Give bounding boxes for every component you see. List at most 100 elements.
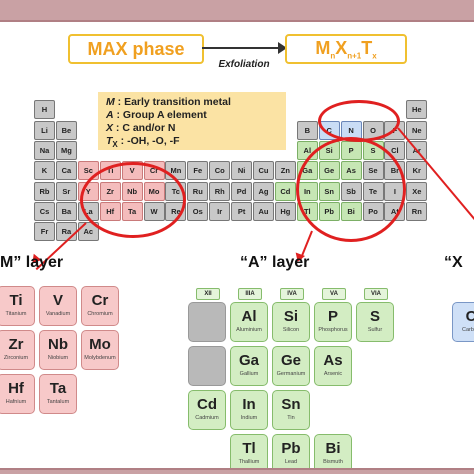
element-cell-cd: Cd — [274, 181, 296, 201]
legend-t: TX : -OH, -O, -F — [106, 135, 180, 150]
legend-x: X : C and/or N — [106, 122, 176, 134]
element-name: Sulfur — [367, 327, 383, 333]
element-symbol: Cd — [197, 396, 217, 413]
max-phase-box: MAX phase — [68, 34, 204, 64]
element-symbol: Al — [241, 308, 257, 325]
element-symbol: Zr — [8, 336, 24, 353]
a-layer-title: “A” layer — [240, 254, 310, 271]
element-cell-na: Na — [34, 140, 55, 160]
element-cell-rn: Rn — [406, 201, 428, 221]
element-cell-ni: Ni — [231, 161, 253, 181]
mxene-formula: MnXn+1Tx — [315, 37, 377, 61]
element-cell-h: H — [34, 100, 55, 120]
element-cell-xe: Xe — [406, 181, 428, 201]
element-cell-zn: Zn — [274, 161, 296, 181]
group-label-iiia: IIIA — [238, 288, 262, 300]
element-symbol: Pb — [281, 440, 301, 457]
element-symbol: Ti — [9, 292, 23, 309]
element-name: Tin — [287, 415, 295, 421]
element-name: Molybdenum — [84, 355, 116, 361]
element-name: Hafnium — [5, 399, 27, 405]
element-symbol: Bi — [325, 440, 341, 457]
element-symbol: As — [323, 352, 343, 369]
element-symbol: S — [369, 308, 380, 325]
element-cell-pt: Pt — [231, 201, 253, 221]
element-symbol: C — [453, 308, 474, 325]
element-symbol: Cr — [91, 292, 109, 309]
element-symbol: Ga — [238, 352, 259, 369]
element-cell-b: B — [296, 120, 318, 140]
element-symbol: Nb — [48, 336, 68, 353]
element-cell-ne: Ne — [406, 120, 428, 140]
element-symbol: Hf — [8, 380, 24, 397]
element-cell-ba: Ba — [55, 201, 77, 221]
element-symbol: Tl — [242, 440, 256, 457]
element-name: Niobium — [47, 355, 69, 361]
m-ring — [80, 162, 186, 238]
element-cell-k: K — [34, 161, 55, 181]
element-cell-he: He — [406, 100, 428, 120]
element-cell-rh: Rh — [209, 181, 231, 201]
exfoliation-arrowhead — [278, 42, 287, 54]
mxene-formula-box: MnXn+1Tx — [285, 34, 407, 64]
element-symbol: P — [327, 308, 338, 325]
element-name: Indium — [240, 415, 258, 421]
legend-m: M : Early transition metal — [106, 96, 231, 108]
element-cell-ir: Ir — [209, 201, 231, 221]
element-cell-ca: Ca — [55, 161, 77, 181]
group-label-iva: IVA — [280, 288, 304, 300]
element-cell-cs: Cs — [34, 201, 55, 221]
element-name: Cadmium — [195, 415, 219, 421]
element-name: Tantalum — [46, 399, 70, 405]
element-tile-empty — [188, 302, 226, 342]
element-name: Gallium — [239, 371, 259, 377]
element-tile-empty — [188, 346, 226, 386]
element-name: Bismuth — [323, 459, 343, 465]
x-layer-title: “X — [444, 254, 463, 271]
x-ring — [318, 100, 400, 142]
element-symbol: Ta — [49, 380, 67, 397]
element-name: Lead — [284, 459, 298, 465]
element-cell-au: Au — [253, 201, 274, 221]
element-cell-sr: Sr — [55, 181, 77, 201]
element-name: Aluminium — [236, 327, 262, 333]
element-cell-mg: Mg — [55, 140, 77, 160]
element-tile-s: S Sulfur — [356, 302, 394, 342]
element-symbol: Si — [283, 308, 299, 325]
element-cell-be: Be — [55, 120, 77, 140]
element-name: Zirconium — [3, 355, 29, 361]
element-cell-cu: Cu — [253, 161, 274, 181]
a-ring — [296, 137, 406, 242]
group-label-xii: XII — [196, 288, 220, 300]
element-cell-kr: Kr — [406, 161, 428, 181]
element-cell-hg: Hg — [274, 201, 296, 221]
element-cell-fe: Fe — [187, 161, 209, 181]
element-name: Phosphorus — [318, 327, 348, 333]
element-name: Carbon — [461, 327, 474, 333]
element-cell-co: Co — [209, 161, 231, 181]
element-symbol: Sn — [281, 396, 301, 413]
element-cell-os: Os — [187, 201, 209, 221]
legend-box: M : Early transition metal A : Group A e… — [98, 92, 286, 150]
element-name: Thallium — [238, 459, 260, 465]
group-label-via: VIA — [364, 288, 388, 300]
element-symbol: Mo — [89, 336, 111, 353]
